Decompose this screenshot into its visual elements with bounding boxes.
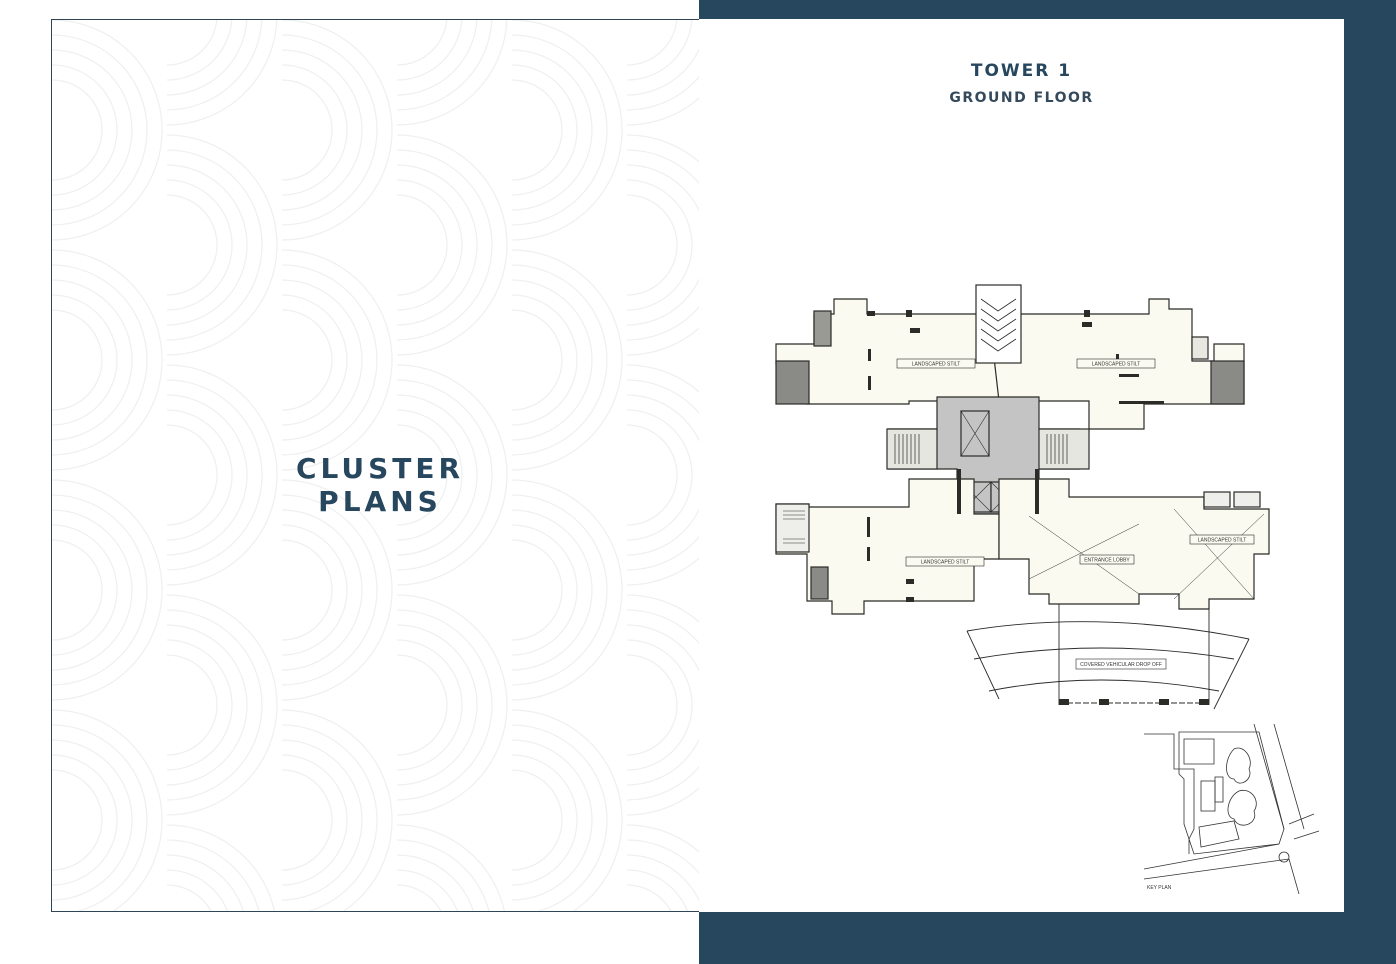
- label-stilt-bottom-right: LANDSCAPED STILT: [1198, 538, 1247, 544]
- navy-bottom-band: [699, 912, 1396, 964]
- key-plan-map: KEY PLAN: [1143, 723, 1320, 894]
- left-page: CLUSTER PLANS: [51, 19, 699, 912]
- navy-top-band: [699, 0, 1396, 19]
- navy-right-band: [1344, 0, 1396, 964]
- right-page: TOWER 1 GROUND FLOOR: [699, 19, 1344, 912]
- label-stilt-top-right: LANDSCAPED STILT: [1092, 362, 1141, 368]
- room-label-boxes: LANDSCAPED STILT LANDSCAPED STILT LANDSC…: [896, 358, 1255, 567]
- label-entrance-lobby: ENTRANCE LOBBY: [1084, 558, 1130, 564]
- floor-plan-drawing: LANDSCAPED STILT LANDSCAPED STILT LANDSC…: [775, 284, 1270, 710]
- tower-title: TOWER 1: [970, 61, 1073, 81]
- label-stilt-bottom-left: LANDSCAPED STILT: [921, 560, 970, 566]
- floor-title: GROUND FLOOR: [949, 90, 1094, 106]
- section-title: CLUSTER PLANS: [295, 452, 465, 518]
- label-stilt-top-left: LANDSCAPED STILT: [912, 362, 961, 368]
- key-plan-label: KEY PLAN: [1147, 885, 1172, 891]
- arc-pattern-background: [52, 20, 699, 911]
- label-drop-off: COVERED VEHICULAR DROP OFF: [1080, 662, 1162, 668]
